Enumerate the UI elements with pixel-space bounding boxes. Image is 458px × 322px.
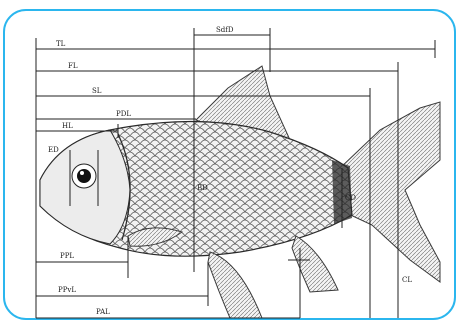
label-tl: TL bbox=[56, 40, 66, 48]
label-hl: HL bbox=[62, 122, 73, 130]
label-cd: CD bbox=[345, 194, 356, 202]
label-ppl: PPL bbox=[60, 252, 74, 260]
label-fl: FL bbox=[68, 62, 78, 70]
pelvic-fin bbox=[208, 252, 262, 318]
label-sl: SL bbox=[92, 87, 102, 95]
label-ppvl: PPvL bbox=[58, 286, 76, 294]
label-sdfd: SdfD bbox=[216, 26, 234, 34]
label-pdl: PDL bbox=[116, 110, 131, 118]
label-cl: CL bbox=[402, 276, 412, 284]
label-pal: PAL bbox=[96, 308, 110, 316]
anal-fin bbox=[292, 236, 338, 292]
caudal-fin bbox=[338, 102, 440, 282]
label-bd: BD bbox=[197, 184, 208, 192]
fish-illustration bbox=[40, 66, 440, 318]
label-ed: ED bbox=[48, 146, 59, 154]
